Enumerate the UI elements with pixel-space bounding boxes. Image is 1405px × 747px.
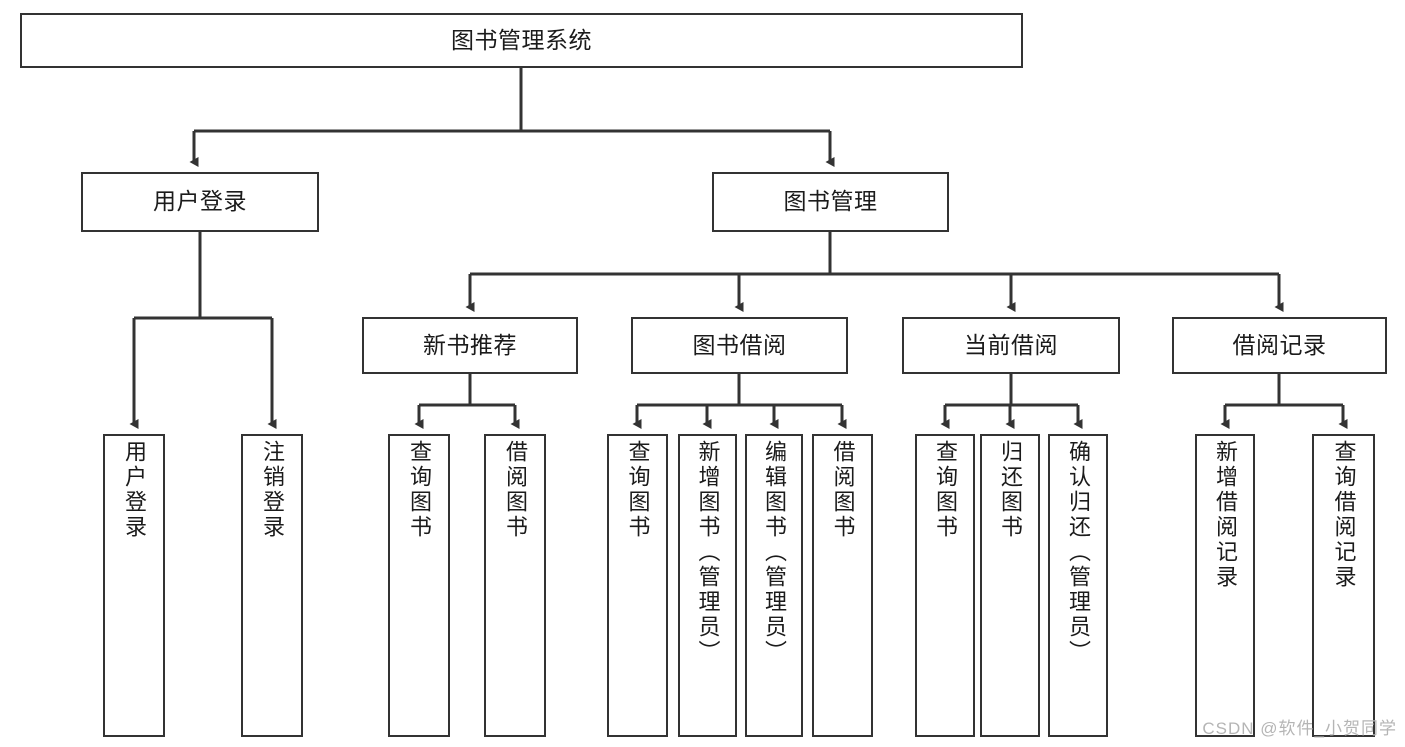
node-leaf-query-borrow-record-label: 查询借阅记录	[1331, 440, 1357, 590]
connector-group-current-borrow	[940, 374, 1083, 429]
node-leaf-logout-login[interactable]: 注销登录	[241, 434, 303, 737]
node-leaf-add-borrow-record[interactable]: 新增借阅记录	[1195, 434, 1255, 737]
node-leaf-add-borrow-record-label: 新增借阅记录	[1213, 440, 1238, 590]
node-leaf-borrow-book-1-label: 借阅图书	[503, 440, 528, 540]
connector-group-root	[189, 68, 835, 167]
node-leaf-user-login[interactable]: 用户登录	[103, 434, 165, 737]
node-new-book-recommend[interactable]: 新书推荐	[362, 317, 578, 374]
connector-group-user-login	[129, 232, 277, 429]
node-new-book-recommend-label: 新书推荐	[423, 331, 517, 358]
node-leaf-query-book-2-label: 查询图书	[625, 440, 651, 540]
node-leaf-user-login-label: 用户登录	[122, 440, 147, 540]
node-root[interactable]: 图书管理系统	[20, 13, 1023, 68]
node-user-login-label: 用户登录	[153, 188, 247, 215]
node-leaf-borrow-book-2-label: 借阅图书	[830, 440, 856, 540]
node-book-management[interactable]: 图书管理	[712, 172, 949, 232]
node-leaf-query-book-3[interactable]: 查询图书	[915, 434, 975, 737]
node-leaf-query-book-2[interactable]: 查询图书	[607, 434, 668, 737]
node-current-borrow[interactable]: 当前借阅	[902, 317, 1120, 374]
node-current-borrow-label: 当前借阅	[964, 331, 1058, 358]
node-borrow-record-label: 借阅记录	[1232, 331, 1327, 358]
node-leaf-add-book-admin[interactable]: 新增图书（管理员）	[678, 434, 737, 737]
node-leaf-return-book-label: 归还图书	[998, 440, 1023, 540]
node-leaf-query-borrow-record[interactable]: 查询借阅记录	[1312, 434, 1375, 737]
node-leaf-return-book[interactable]: 归还图书	[980, 434, 1040, 737]
node-leaf-add-book-admin-label: 新增图书（管理员）	[695, 440, 721, 665]
node-leaf-borrow-book-2[interactable]: 借阅图书	[812, 434, 873, 737]
connector-group-book-borrow	[632, 374, 847, 429]
csdn-watermark: CSDN @软件_小贺同学	[1202, 719, 1397, 738]
connector-group-book-management	[465, 232, 1284, 312]
node-leaf-query-book-1[interactable]: 查询图书	[388, 434, 450, 737]
node-book-borrow-label: 图书借阅	[692, 331, 787, 358]
node-book-management-label: 图书管理	[783, 188, 878, 215]
node-book-borrow[interactable]: 图书借阅	[631, 317, 848, 374]
node-leaf-borrow-book-1[interactable]: 借阅图书	[484, 434, 546, 737]
node-leaf-edit-book-admin-label: 编辑图书（管理员）	[762, 440, 787, 665]
node-leaf-query-book-3-label: 查询图书	[933, 440, 958, 540]
node-leaf-confirm-return-admin[interactable]: 确认归还（管理员）	[1048, 434, 1108, 737]
node-leaf-confirm-return-admin-label: 确认归还（管理员）	[1066, 440, 1091, 665]
node-leaf-query-book-1-label: 查询图书	[407, 440, 432, 540]
node-user-login[interactable]: 用户登录	[81, 172, 319, 232]
node-leaf-edit-book-admin[interactable]: 编辑图书（管理员）	[745, 434, 803, 737]
connector-group-borrow-record	[1220, 374, 1348, 429]
node-borrow-record[interactable]: 借阅记录	[1172, 317, 1387, 374]
connector-group-new-book-recommend	[414, 374, 520, 429]
node-leaf-logout-login-label: 注销登录	[260, 440, 285, 540]
node-root-label: 图书管理系统	[451, 26, 592, 53]
